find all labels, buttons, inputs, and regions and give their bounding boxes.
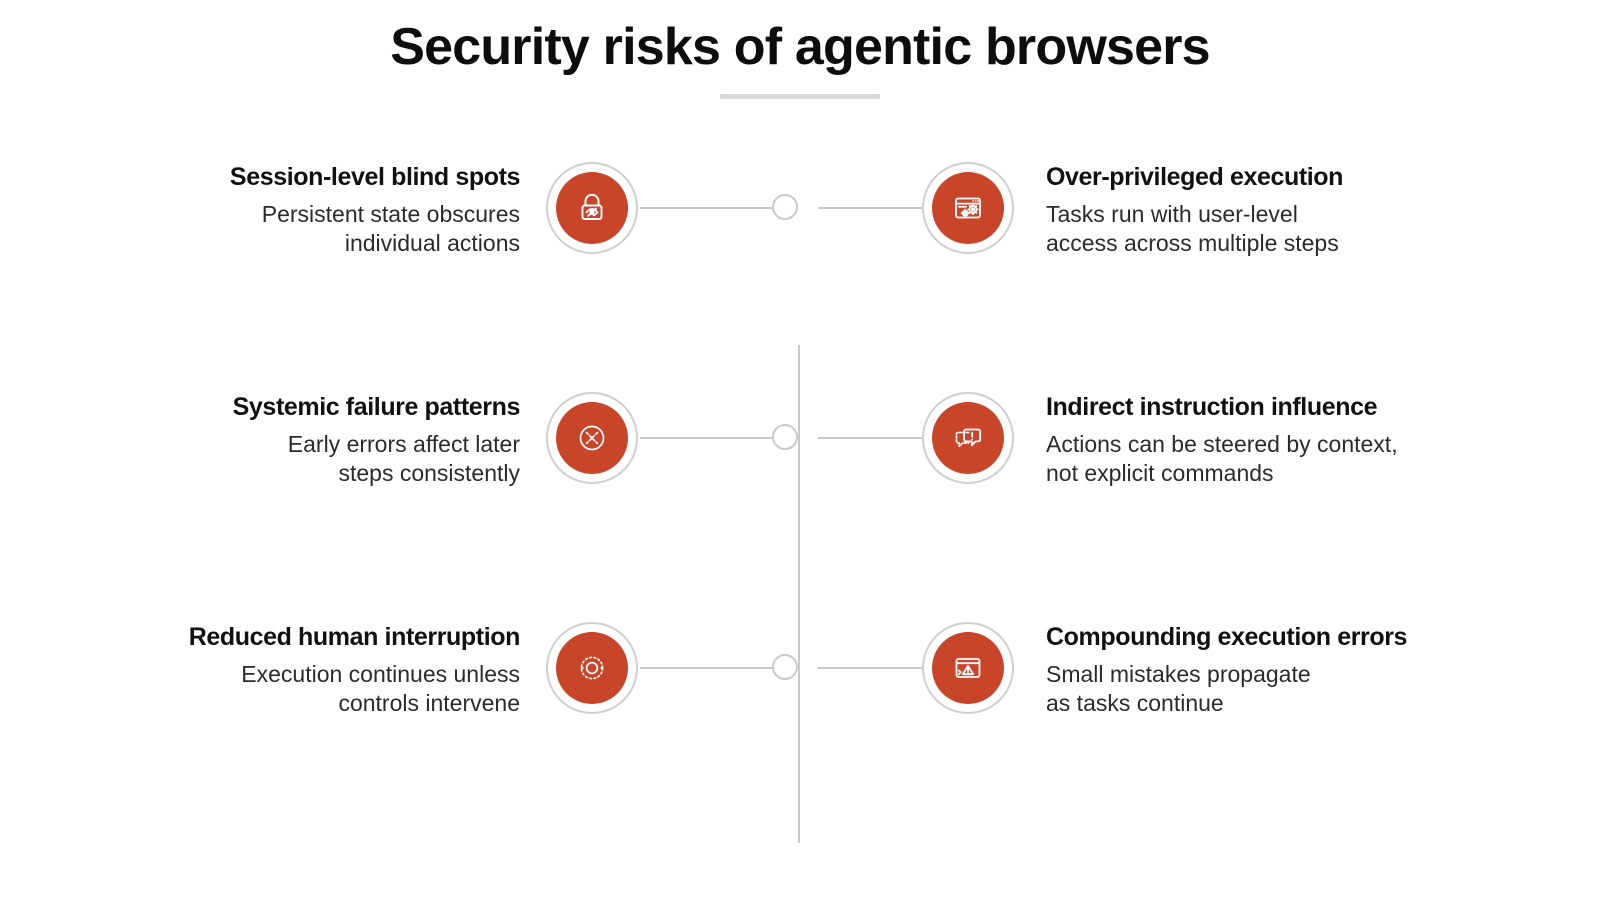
icon-disc: [932, 402, 1004, 474]
risk-description: Tasks run with user-level access across …: [1046, 200, 1486, 258]
risk-icon-badge-right[interactable]: [922, 392, 1014, 484]
connector-line-left: [640, 667, 780, 669]
risk-text-left: Reduced human interruption Execution con…: [120, 622, 521, 718]
connector-line-right: [818, 437, 924, 439]
circular-loop-arrows-icon: [572, 648, 612, 688]
risk-icon-badge-right[interactable]: [922, 622, 1014, 714]
icon-disc: [932, 172, 1004, 244]
risk-description: Early errors affect later steps consiste…: [120, 430, 520, 488]
risk-title: Indirect instruction influence: [1046, 393, 1378, 421]
page-title: Security risks of agentic browsers: [390, 18, 1210, 76]
risk-description-line: not explicit commands: [1046, 460, 1274, 487]
diagram-row: Reduced human interruption Execution con…: [0, 600, 1600, 830]
connector-hub-node: [772, 194, 798, 220]
risk-description-line: access across multiple steps: [1046, 230, 1339, 257]
risk-title: Reduced human interruption: [188, 623, 521, 651]
icon-disc: [556, 172, 628, 244]
connector-line-left: [640, 437, 780, 439]
risk-icon-badge-left[interactable]: [546, 622, 638, 714]
risk-description-line: as tasks continue: [1046, 690, 1224, 717]
title-block: Security risks of agentic browsers: [0, 18, 1600, 100]
risk-description-line: Persistent state obscures: [261, 201, 520, 227]
risk-description-line: steps consistently: [338, 460, 520, 487]
risk-description-line: Execution continues unless: [241, 661, 520, 687]
padlock-eye-slash-icon: [572, 188, 612, 228]
risk-description: Persistent state obscures individual act…: [120, 200, 520, 258]
risk-title: Compounding execution errors: [1046, 623, 1408, 651]
speech-bubble-alert-icon: [948, 418, 988, 458]
connector-hub-node: [772, 424, 798, 450]
risk-text-right: Over-privileged execution Tasks run with…: [1046, 162, 1486, 258]
diagram-row: Systemic failure patterns Early errors a…: [0, 370, 1600, 600]
risk-title: Over-privileged execution: [1046, 163, 1344, 191]
risk-description-line: Actions can be steered by context,: [1046, 431, 1398, 457]
icon-disc: [932, 632, 1004, 704]
connector-line-left: [640, 207, 780, 209]
risk-description-line: Tasks run with user-level: [1046, 201, 1298, 227]
connector-hub-node: [772, 654, 798, 680]
title-divider: [720, 94, 880, 100]
diagram-rows: Session-level blind spots Persistent sta…: [0, 140, 1600, 843]
risk-text-right: Compounding execution errors Small mista…: [1046, 622, 1486, 718]
risk-description: Small mistakes propagate as tasks contin…: [1046, 660, 1486, 718]
risk-icon-badge-left[interactable]: [546, 392, 638, 484]
risk-description-line: Small mistakes propagate: [1046, 661, 1311, 687]
risk-description: Execution continues unless controls inte…: [120, 660, 520, 718]
icon-disc: [556, 632, 628, 704]
risk-icon-badge-left[interactable]: [546, 162, 638, 254]
risk-description-line: individual actions: [344, 230, 520, 257]
risk-text-left: Session-level blind spots Persistent sta…: [120, 162, 520, 258]
connector-line-right: [818, 667, 924, 669]
circle-cross-error-icon: [572, 418, 612, 458]
risk-text-right: Indirect instruction influence Actions c…: [1046, 392, 1486, 488]
risk-icon-badge-right[interactable]: [922, 162, 1014, 254]
risk-description-line: Early errors affect later: [287, 431, 520, 457]
diagram-row: Session-level blind spots Persistent sta…: [0, 140, 1600, 370]
risk-description-line: controls intervene: [338, 690, 520, 717]
icon-disc: [556, 402, 628, 474]
risk-title: Session-level blind spots: [229, 163, 520, 191]
center-spine-line: [798, 345, 800, 843]
risk-text-left: Systemic failure patterns Early errors a…: [120, 392, 521, 488]
risk-description: Actions can be steered by context, not e…: [1046, 430, 1486, 488]
browser-gears-icon: [948, 188, 988, 228]
connector-line-right: [818, 207, 924, 209]
terminal-warning-icon: [948, 648, 988, 688]
risk-title: Systemic failure patterns: [232, 393, 521, 421]
